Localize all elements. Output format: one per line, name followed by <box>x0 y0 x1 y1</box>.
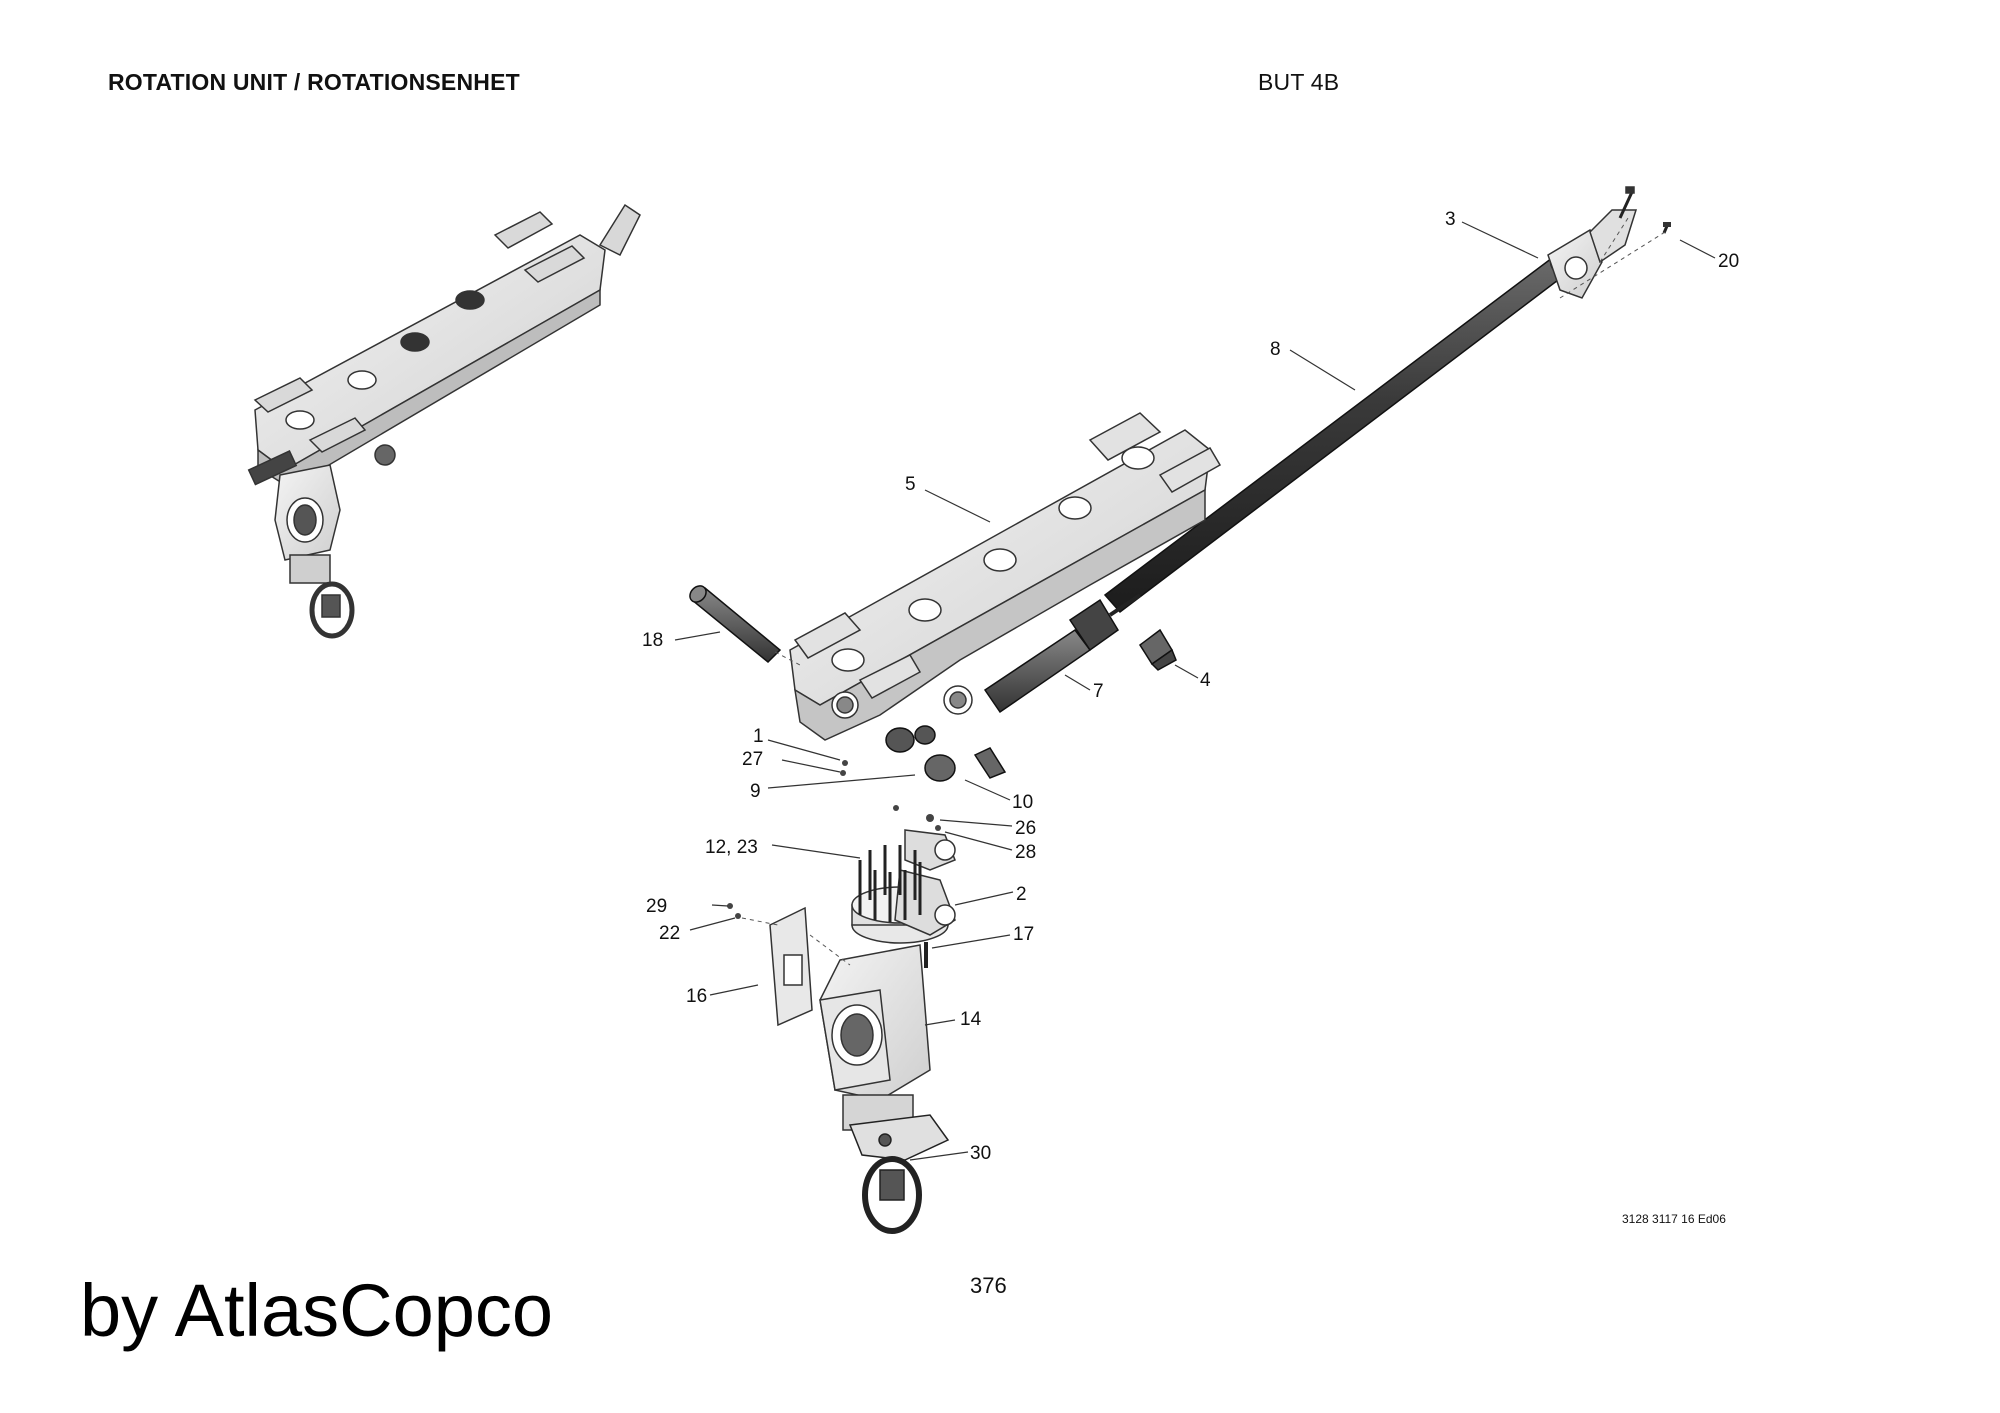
part-26-28-fittings <box>926 814 941 831</box>
part-12-23-bolts <box>858 845 922 922</box>
callout-1: 1 <box>753 726 764 747</box>
callout-labels: 3 20 8 5 18 4 7 1 27 9 10 26 12, 23 28 2… <box>642 209 1739 1164</box>
callout-22: 22 <box>659 923 680 944</box>
callout-12-23: 12, 23 <box>705 837 758 858</box>
callout-30: 30 <box>970 1143 991 1164</box>
callout-26: 26 <box>1015 818 1036 839</box>
part-1-nipple <box>842 760 899 811</box>
document-number: 3128 3117 16 Ed06 <box>1622 1212 1726 1226</box>
part-3-bracket <box>1547 186 1638 299</box>
callout-2: 2 <box>1016 884 1027 905</box>
page-number: 376 <box>970 1273 1007 1298</box>
part-14-gear-housing <box>819 944 931 1131</box>
callout-27: 27 <box>742 749 763 770</box>
part-9-bushing <box>885 725 956 782</box>
callout-10: 10 <box>1012 792 1033 813</box>
part-7-cylinder <box>983 593 1142 714</box>
callout-7: 7 <box>1093 681 1104 702</box>
callout-14: 14 <box>960 1009 982 1030</box>
part-10-fitting <box>973 747 1007 779</box>
part-8-tube <box>1103 255 1569 614</box>
assembled-unit-view <box>247 203 641 639</box>
callout-5: 5 <box>905 474 916 495</box>
model-label: BUT 4B <box>1258 69 1340 95</box>
callout-3: 3 <box>1445 209 1456 230</box>
assembly-guide-lines <box>741 214 1666 966</box>
callout-leaders <box>674 221 1716 1161</box>
part-27-nipple <box>840 770 846 776</box>
callout-29: 29 <box>646 896 667 917</box>
page-title: ROTATION UNIT / ROTATIONSENHET <box>108 69 520 95</box>
part-20-screw <box>1662 222 1671 234</box>
part-2-housing <box>851 829 956 944</box>
part-4-fitting <box>1138 628 1177 671</box>
callout-28: 28 <box>1015 842 1036 863</box>
callout-4: 4 <box>1200 670 1211 691</box>
part-16-cover <box>769 906 813 1027</box>
callout-17: 17 <box>1013 924 1034 945</box>
callout-9: 9 <box>750 781 761 802</box>
watermark-text: by AtlasCopco <box>80 1269 554 1352</box>
part-29-22-screws <box>727 903 741 919</box>
part-5-frame <box>789 412 1222 741</box>
callout-20: 20 <box>1718 251 1739 272</box>
callout-8: 8 <box>1270 339 1281 360</box>
part-30-handwheel <box>848 1114 950 1234</box>
part-18-pin <box>689 585 782 664</box>
callout-16: 16 <box>686 986 707 1007</box>
callout-18: 18 <box>642 630 663 651</box>
